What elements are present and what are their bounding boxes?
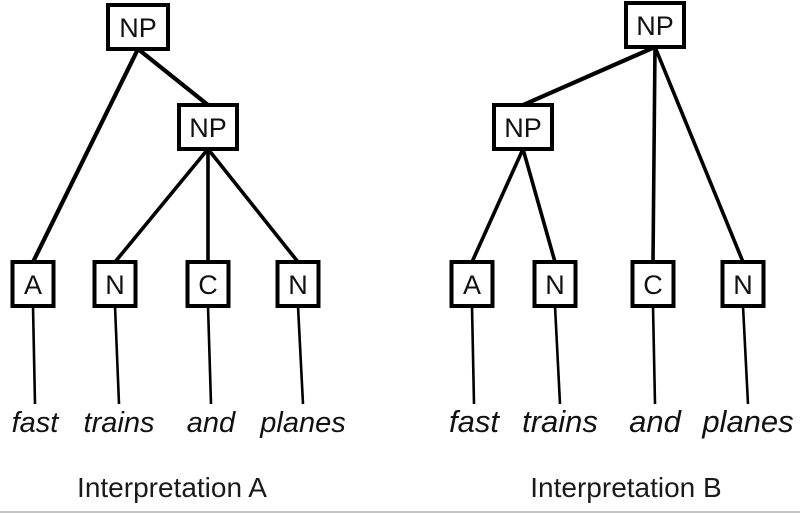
node-label: A bbox=[24, 270, 42, 300]
node-box bbox=[532, 260, 578, 308]
node-box bbox=[92, 260, 138, 308]
tree-node-np[interactable]: NP bbox=[624, 1, 686, 49]
tree-edge bbox=[206, 305, 213, 405]
tree-edge bbox=[470, 148, 525, 263]
leaf-word: and bbox=[629, 404, 682, 439]
tree-node-n[interactable]: N bbox=[532, 260, 578, 308]
node-label: N bbox=[545, 270, 565, 300]
node-box bbox=[630, 260, 676, 308]
node-box bbox=[106, 3, 170, 51]
tree-edge bbox=[31, 48, 140, 263]
tree-edge bbox=[296, 305, 305, 405]
node-label: N bbox=[105, 270, 125, 300]
node-label: N bbox=[288, 270, 308, 300]
tree-caption: Interpretation A bbox=[77, 472, 267, 503]
leaf-word: planes bbox=[259, 407, 345, 439]
node-label: C bbox=[643, 270, 663, 300]
node-box bbox=[177, 103, 239, 151]
tree-edge bbox=[521, 148, 557, 263]
leaf-word: trains bbox=[522, 404, 598, 439]
node-label: NP bbox=[636, 11, 674, 41]
node-box bbox=[720, 260, 766, 308]
tree-node-np[interactable]: NP bbox=[177, 103, 239, 151]
tree-node-np[interactable]: NP bbox=[492, 103, 554, 151]
leaf-word: planes bbox=[701, 404, 793, 439]
tree-node-n[interactable]: N bbox=[720, 260, 766, 308]
node-label: A bbox=[463, 270, 481, 300]
leaf-word: and bbox=[187, 407, 236, 439]
tree-edge bbox=[136, 47, 210, 107]
tree-edge bbox=[651, 305, 657, 405]
leaf-word: fast bbox=[12, 407, 61, 439]
node-label: N bbox=[733, 270, 753, 300]
tree-edge bbox=[113, 147, 210, 264]
tree-edge bbox=[553, 305, 562, 405]
node-label: NP bbox=[119, 13, 157, 43]
tree-caption: Interpretation B bbox=[530, 472, 721, 503]
tree-node-a[interactable]: A bbox=[10, 260, 56, 308]
leaf-word: trains bbox=[84, 407, 155, 439]
node-box bbox=[624, 1, 686, 49]
tree-edge bbox=[741, 305, 750, 405]
node-box bbox=[449, 260, 495, 308]
tree-edge bbox=[31, 305, 37, 405]
tree-node-np[interactable]: NP bbox=[106, 3, 170, 51]
node-label: C bbox=[198, 270, 218, 300]
tree-edge bbox=[470, 305, 476, 405]
node-box bbox=[10, 260, 56, 308]
tree-edge bbox=[522, 45, 656, 107]
words-layer: fast trains and planes fast trains and planes bbox=[12, 404, 794, 439]
tree-node-n[interactable]: N bbox=[275, 260, 321, 308]
node-box bbox=[275, 260, 321, 308]
tree-node-a[interactable]: A bbox=[449, 260, 495, 308]
captions-layer: Interpretation A Interpretation B bbox=[77, 472, 722, 503]
leaf-word: fast bbox=[449, 404, 500, 439]
tree-node-c[interactable]: C bbox=[185, 260, 231, 308]
node-label: NP bbox=[189, 113, 227, 143]
nodes-layer: NP NP A N C N NP NP A N C N bbox=[10, 1, 766, 308]
tree-node-c[interactable]: C bbox=[630, 260, 676, 308]
tree-edge bbox=[653, 46, 745, 263]
node-label: NP bbox=[504, 113, 542, 143]
tree-edge bbox=[113, 305, 121, 405]
tree-node-n[interactable]: N bbox=[92, 260, 138, 308]
edges-layer bbox=[31, 45, 750, 405]
tree-edge bbox=[651, 46, 657, 263]
tree-edge bbox=[206, 147, 300, 264]
node-box bbox=[185, 260, 231, 308]
node-box bbox=[492, 103, 554, 151]
